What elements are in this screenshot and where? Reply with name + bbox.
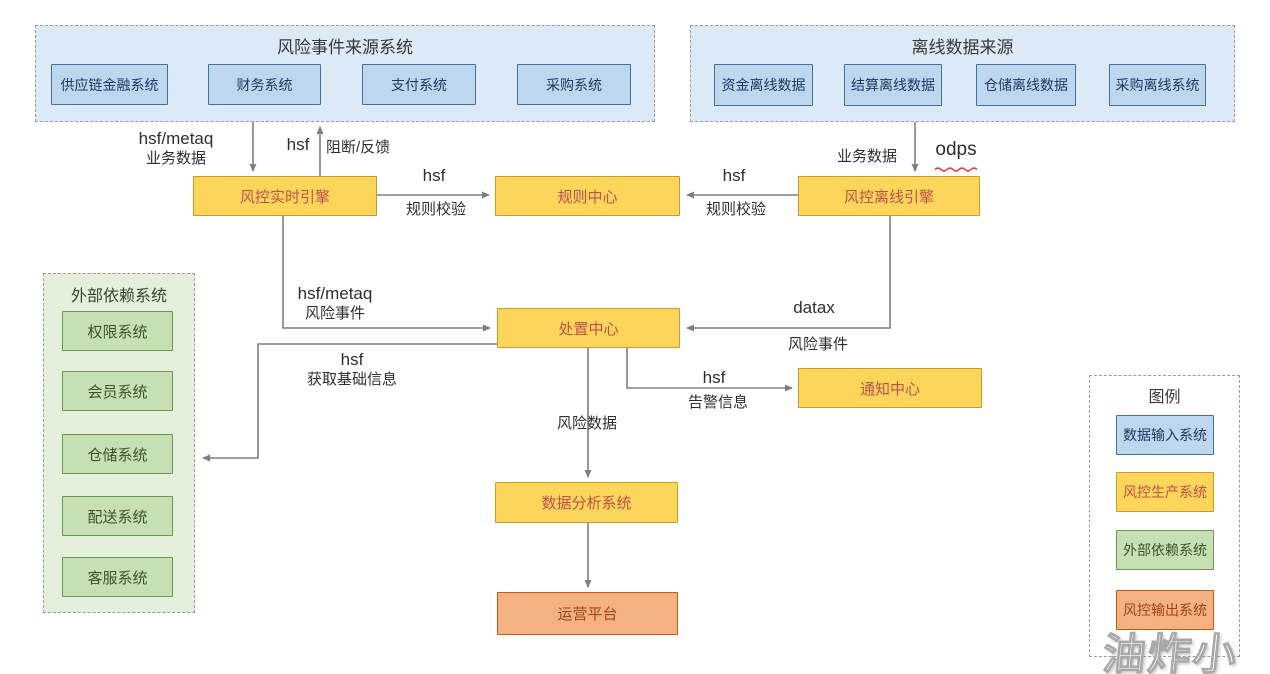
- system-box-funds-offline: 资金离线数据: [714, 64, 813, 106]
- external-deps-container: 外部依赖系统 权限系统 会员系统 仓储系统 配送系统 客服系统: [43, 273, 195, 613]
- system-box-permission: 权限系统: [62, 311, 173, 351]
- spellcheck-squiggle: [934, 167, 978, 172]
- label-fetch-base-info: hsf 获取基础信息: [306, 350, 397, 388]
- label-rule-check-realtime-text: 规则校验: [405, 201, 466, 218]
- label-risk-event-offline-protocol: datax: [793, 298, 835, 317]
- label-business-data-in-protocol: hsf/metaq: [138, 129, 214, 148]
- label-business-data-in: hsf/metaq 业务数据: [120, 129, 232, 169]
- label-rule-check-offline-text: 规则校验: [705, 201, 766, 218]
- node-ops-platform: 运营平台: [497, 592, 678, 635]
- label-risk-event-realtime: hsf/metaq 风险事件: [297, 284, 373, 322]
- legend-item-risk-output: 风控输出系统: [1116, 590, 1214, 630]
- system-box-payment: 支付系统: [362, 64, 476, 105]
- offline-sources-container: 离线数据来源 资金离线数据 结算离线数据 仓储离线数据 采购离线系统: [690, 25, 1235, 122]
- label-offline-business-data: 业务数据: [836, 148, 897, 165]
- node-offline-engine: 风控离线引擎: [798, 176, 980, 216]
- system-box-procurement-offline: 采购离线系统: [1109, 64, 1206, 106]
- label-rule-check-realtime-protocol: hsf: [422, 166, 446, 185]
- edge-realtime-to-disposal: [282, 216, 491, 332]
- legend-item-risk-production: 风控生产系统: [1116, 472, 1214, 512]
- system-box-supply-chain-finance: 供应链金融系统: [51, 64, 168, 105]
- node-realtime-engine: 风控实时引擎: [193, 176, 377, 216]
- node-notify-center: 通知中心: [798, 368, 982, 408]
- system-box-warehouse: 仓储系统: [62, 434, 173, 474]
- label-block-feedback-text: 阻断/反馈: [326, 139, 391, 156]
- legend-title: 图例: [1148, 389, 1181, 406]
- label-block-feedback-protocol: hsf: [286, 135, 310, 154]
- edge-offline-to-disposal: [686, 216, 891, 332]
- node-data-analysis: 数据分析系统: [495, 482, 678, 523]
- legend-container: 图例 数据输入系统 风控生产系统 外部依赖系统 风控输出系统: [1089, 375, 1240, 657]
- legend-item-external-dependency: 外部依赖系统: [1116, 530, 1214, 570]
- legend-item-data-input: 数据输入系统: [1116, 415, 1214, 455]
- watermark: 油炸小波: [1100, 630, 1241, 674]
- risk-sources-title: 风险事件来源系统: [277, 38, 413, 57]
- external-deps-title: 外部依赖系统: [70, 288, 167, 305]
- label-risk-event-offline-text: 风险事件: [787, 336, 848, 353]
- offline-sources-title: 离线数据来源: [911, 38, 1014, 57]
- system-box-settlement-offline: 结算离线数据: [844, 64, 942, 106]
- label-alert-info-protocol: hsf: [702, 368, 726, 387]
- system-box-delivery: 配送系统: [62, 496, 173, 536]
- node-rule-center: 规则中心: [495, 176, 680, 216]
- risk-sources-container: 风险事件来源系统 供应链金融系统 财务系统 支付系统 采购系统: [35, 25, 655, 122]
- system-box-customer-service: 客服系统: [62, 557, 173, 597]
- label-odps: odps: [931, 140, 981, 178]
- label-business-data-in-text: 业务数据: [145, 150, 206, 167]
- label-alert-info-text: 告警信息: [687, 394, 748, 411]
- system-box-warehouse-offline: 仓储离线数据: [976, 64, 1076, 106]
- system-box-member: 会员系统: [62, 371, 173, 411]
- label-rule-check-offline-protocol: hsf: [722, 166, 746, 185]
- edge-disposal-to-notify: [626, 348, 793, 392]
- node-disposal-center: 处置中心: [497, 308, 680, 348]
- edge-disposal-to-external: [202, 343, 497, 462]
- system-box-procurement: 采购系统: [517, 64, 631, 105]
- label-risk-data: 风险数据: [556, 415, 617, 432]
- system-box-finance: 财务系统: [208, 64, 321, 105]
